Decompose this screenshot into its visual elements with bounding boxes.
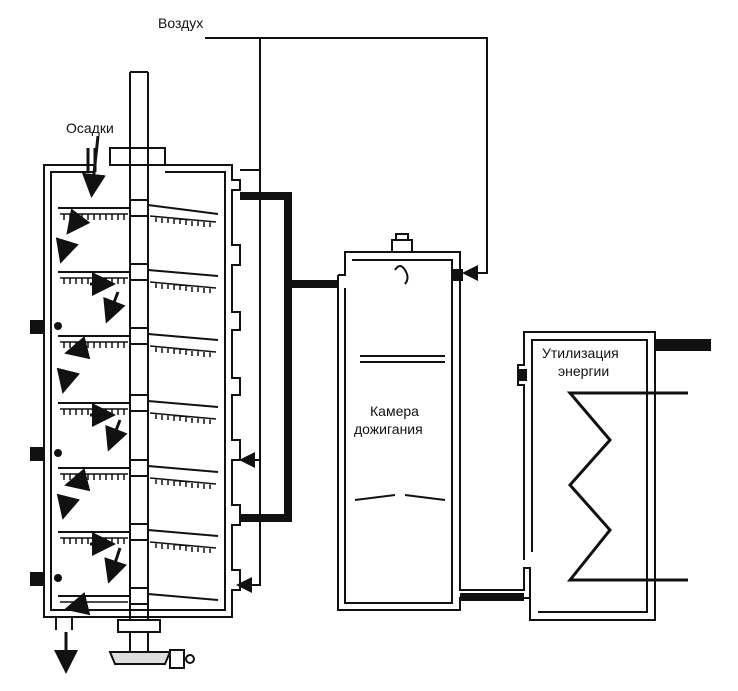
- central-shaft: [129, 71, 149, 660]
- furnace-shell: [43, 164, 241, 618]
- heat-exchanger-coil: [566, 391, 688, 582]
- label-afterburner-line2: дожигания: [354, 421, 423, 437]
- afterburner-chamber: [337, 233, 531, 611]
- air-supply-line: [205, 37, 488, 593]
- multiple-hearth-furnace: [30, 71, 241, 674]
- hearths: [58, 199, 219, 605]
- label-air: Воздух: [158, 15, 203, 31]
- burners: [30, 320, 62, 586]
- top-cap: [109, 147, 166, 166]
- energy-recovery-unit: [517, 331, 711, 621]
- label-sludge: Осадки: [66, 120, 114, 136]
- label-energy-line1: Утилизация: [542, 345, 619, 361]
- ash-outlet: [55, 617, 73, 630]
- label-energy-line2: энергии: [558, 363, 609, 379]
- drive-gear: [108, 619, 195, 669]
- flue-ducts: [240, 192, 338, 522]
- label-afterburner-line1: Камера: [370, 403, 419, 419]
- sludge-flow-arrows: [54, 135, 128, 674]
- duct-to-energy-recovery: [460, 593, 524, 601]
